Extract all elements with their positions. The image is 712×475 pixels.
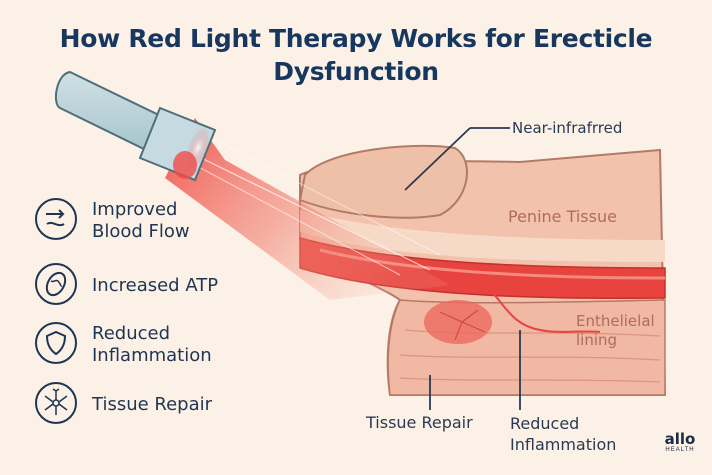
mitochondria-icon xyxy=(35,263,77,305)
endothelial-lining-label: Enthelielal lining xyxy=(576,312,655,349)
title-line-1: How Red Light Therapy Works for Erecticl… xyxy=(59,24,653,53)
page-title: How Red Light Therapy Works for Erecticl… xyxy=(0,22,712,88)
penine-tissue-label: Penine Tissue xyxy=(508,207,617,226)
title-line-2: Dysfunction xyxy=(273,57,439,86)
legend-item-tissue-repair: Tissue Repair xyxy=(34,381,294,429)
allo-health-logo: allo HEALTH xyxy=(660,432,700,454)
shield-icon xyxy=(35,322,77,364)
light-beam xyxy=(165,118,450,300)
neuron-icon xyxy=(35,382,77,424)
legend-item-atp: Increased ATP xyxy=(34,262,294,310)
callout-reduced-inflammation: Reduced Inflammation xyxy=(510,414,617,454)
legend-label-blood-flow: Improved Blood Flow xyxy=(92,199,190,242)
light-device xyxy=(54,70,217,182)
legend-item-inflammation: Reduced Inflammation xyxy=(34,321,294,369)
legend-label-atp: Increased ATP xyxy=(92,275,219,296)
legend-label-inflammation: Reduced Inflammation xyxy=(92,323,212,366)
legend-item-blood-flow: Improved Blood Flow xyxy=(34,197,294,245)
logo-main-text: allo xyxy=(664,430,696,448)
callout-leaders xyxy=(404,127,521,410)
callout-tissue-repair: Tissue Repair xyxy=(366,413,473,432)
blood-flow-icon xyxy=(35,198,77,240)
callout-near-infrared: Near-infrafrred xyxy=(512,119,623,137)
legend-label-tissue-repair: Tissue Repair xyxy=(92,394,213,415)
logo-sub-text: HEALTH xyxy=(665,447,695,453)
